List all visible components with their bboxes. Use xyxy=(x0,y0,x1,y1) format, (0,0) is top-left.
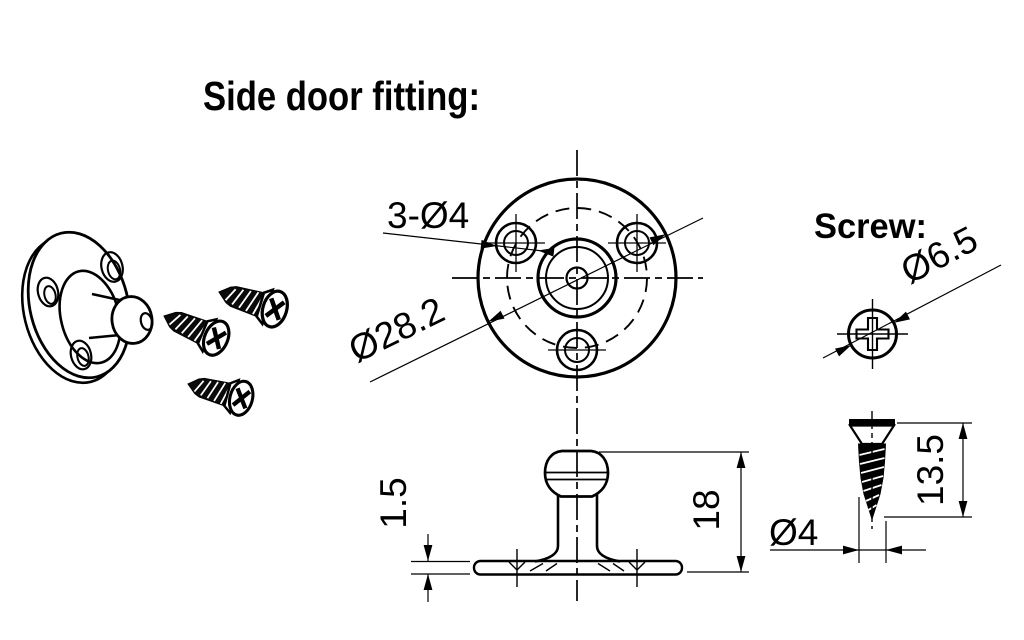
plate-thickness-dimension xyxy=(411,534,470,602)
plate-thickness-label: 1.5 xyxy=(373,477,414,528)
center-hole-circle xyxy=(565,266,589,290)
screw-length-label: 13.5 xyxy=(910,434,951,506)
overall-height-label: 18 xyxy=(686,489,727,530)
screw-length-dimension xyxy=(884,422,972,518)
outer-diameter-dimension xyxy=(369,217,704,383)
screw-top-view xyxy=(822,264,1002,369)
top-view xyxy=(369,150,704,601)
side-flare-left xyxy=(534,545,560,563)
head-diameter-dimension xyxy=(822,264,1002,359)
screw-section-title: Screw: xyxy=(814,207,927,246)
boss-inner-circle xyxy=(545,246,609,310)
side-view xyxy=(411,449,749,602)
shank-diameter-dimension xyxy=(770,497,926,563)
iso-mount-hole-top xyxy=(100,251,124,283)
holes-dimension-label: 3-Ø4 xyxy=(387,195,469,236)
iso-screw-3 xyxy=(184,367,257,418)
iso-screw-1 xyxy=(157,300,234,360)
bolt-circle-dashed xyxy=(506,207,648,349)
page-title: Side door fitting: xyxy=(203,73,480,119)
outer-diameter-label: Ø28.2 xyxy=(342,289,451,370)
plate-outer-circle xyxy=(476,177,678,379)
mount-hole-top-left xyxy=(487,214,545,272)
holes-dimension-leader xyxy=(382,232,555,257)
side-flare-right xyxy=(595,545,621,563)
iso-neck-bottom-line xyxy=(88,333,121,340)
mount-hole-bottom xyxy=(548,328,606,372)
isometric-view xyxy=(20,230,292,418)
side-ball xyxy=(543,449,610,498)
screw-side-view xyxy=(770,411,972,563)
boss-outer-circle xyxy=(536,237,618,319)
iso-mount-hole-left xyxy=(36,276,60,308)
side-plate xyxy=(472,559,684,576)
iso-ball-hole xyxy=(139,312,154,331)
mount-hole-top-right xyxy=(608,214,666,272)
shank-diameter-label: Ø4 xyxy=(769,512,818,553)
iso-mount-hole-bottom xyxy=(69,339,93,371)
overall-height-dimension xyxy=(599,451,749,573)
